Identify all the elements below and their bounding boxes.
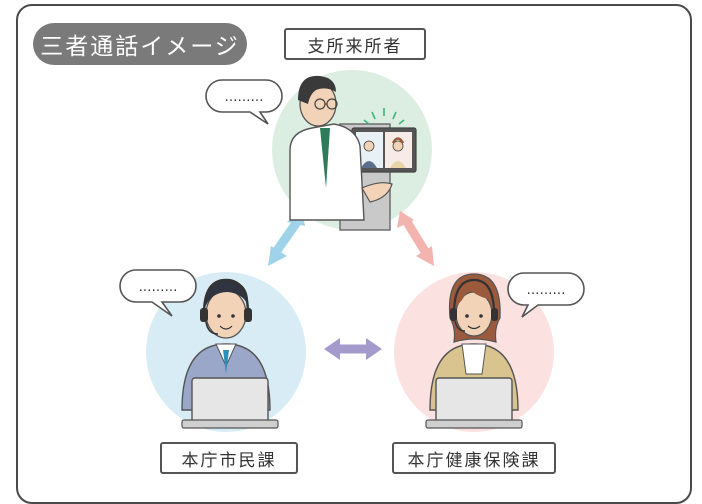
laptop-icon [425,377,523,429]
speech-bubble-health [507,272,585,318]
label-citizen-division: 本庁市民課 [160,442,298,474]
laptop-icon [181,377,279,429]
speech-bubble-visitor [205,79,283,125]
call-diagram: ……… ……… ……… [119,70,585,432]
kiosk-screen-icon [339,108,417,231]
speech-text-health: ……… [527,283,566,298]
arrow-citizen-health [324,338,382,360]
speech-text-citizen: ……… [139,280,178,295]
label-visitor: 支所来所者 [284,28,426,60]
speech-bubble-citizen [119,269,197,317]
visitor-figure [289,75,417,231]
speech-text-visitor: ……… [225,90,264,105]
label-health-insurance-division: 本庁健康保険課 [392,442,556,474]
diagram-title: 三者通話イメージ [33,23,247,65]
citizen-staff-figure [181,278,279,429]
arrow-visitor-health [397,211,434,266]
headset-icon [450,278,498,332]
headset-icon [200,278,252,335]
health-staff-figure [425,273,523,429]
